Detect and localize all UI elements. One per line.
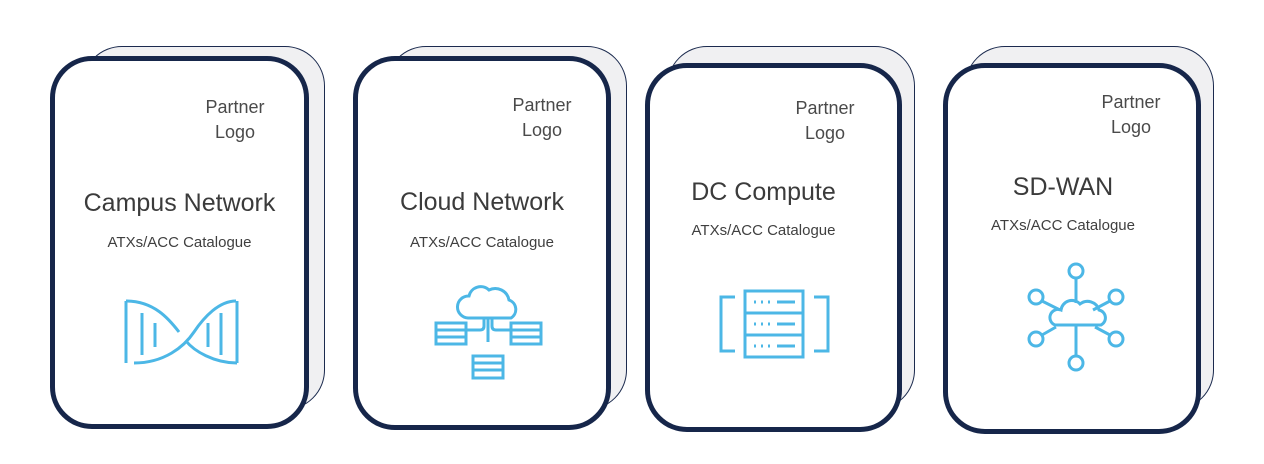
partner-logo-placeholder: Partner Logo [502, 93, 582, 143]
server-rack-icon [717, 289, 832, 359]
logo-label: Logo [214, 122, 256, 142]
partner-label: Partner [795, 98, 855, 118]
partner-logo-placeholder: Partner Logo [785, 96, 865, 146]
card-title: Cloud Network [400, 188, 564, 216]
logo-label: Logo [1110, 117, 1152, 137]
cloud-hub-icon [1023, 261, 1133, 376]
logo-label: Logo [521, 120, 563, 140]
card-front: Partner Logo SD-WAN ATXs/ACC Catalogue [943, 63, 1201, 434]
partner-logo-placeholder: Partner Logo [195, 95, 275, 145]
card-title: Campus Network [83, 189, 276, 217]
cloud-network-icon [431, 282, 546, 382]
card-title: SD-WAN [1012, 173, 1114, 201]
card-subtitle: ATXs/ACC Catalogue [107, 234, 252, 251]
partner-label: Partner [1101, 92, 1161, 112]
card-subtitle: ATXs/ACC Catalogue [691, 222, 836, 239]
logo-label: Logo [804, 123, 846, 143]
dna-icon [124, 297, 239, 367]
card-subtitle: ATXs/ACC Catalogue [991, 217, 1135, 234]
partner-logo-placeholder: Partner Logo [1091, 90, 1171, 140]
partner-label: Partner [512, 95, 572, 115]
card-subtitle: ATXs/ACC Catalogue [410, 234, 554, 251]
card-front: Partner Logo Campus Network ATXs/ACC Cat… [50, 56, 309, 429]
card-front: Partner Logo Cloud Network ATXs/ACC Cata… [353, 56, 611, 430]
card-title: DC Compute [691, 178, 836, 206]
card-front: Partner Logo DC Compute ATXs/ACC Catalog… [645, 63, 902, 432]
partner-label: Partner [205, 97, 265, 117]
